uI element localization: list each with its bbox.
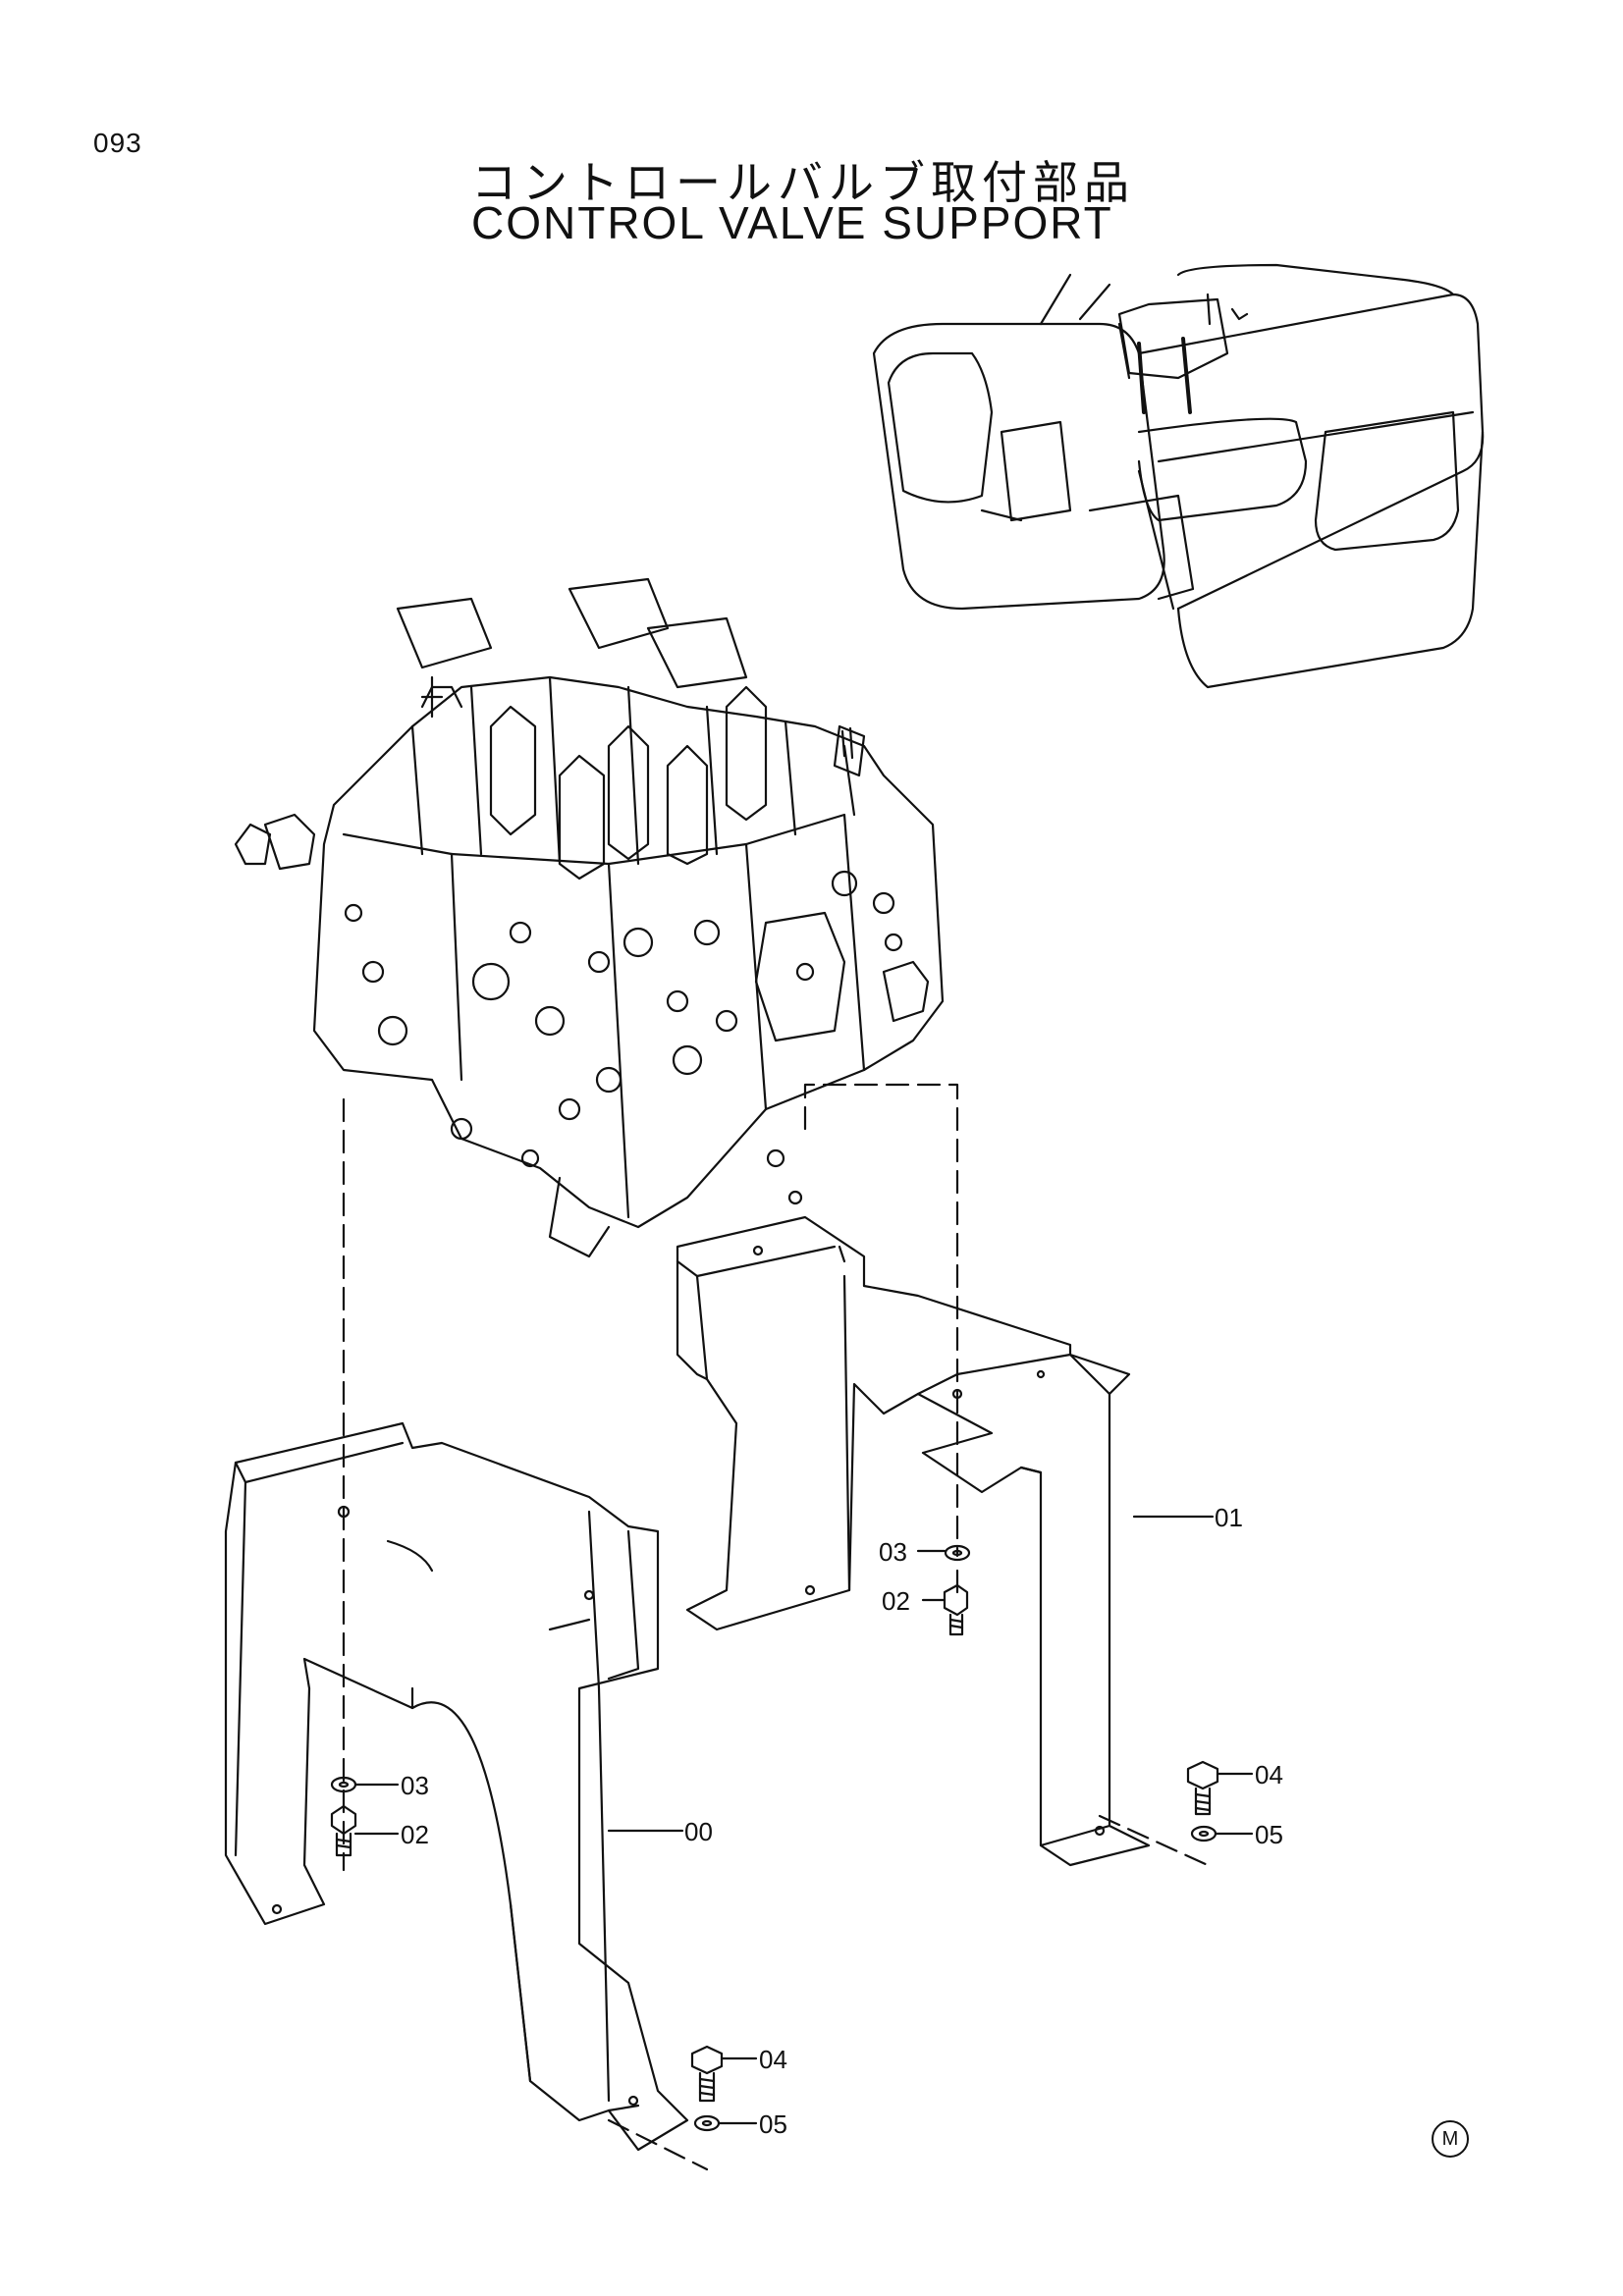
callout-02: 02 [882,1586,910,1616]
bracket-icon [224,1421,689,2152]
title-english: CONTROL VALVE SUPPORT [471,197,1113,248]
washer-icon [330,1544,1217,2132]
bracket-icon [676,1215,1151,1867]
callout-04: 04 [759,2045,787,2074]
callout-03: 03 [401,1771,429,1800]
leader-lines [353,1515,1254,2125]
model-mark: M [1432,2120,1469,2158]
callout-01: 01 [1215,1503,1243,1532]
callout-05: 05 [759,2109,787,2139]
callout-04: 04 [1255,1760,1283,1789]
callout-00: 00 [684,1817,713,1846]
callout-05: 05 [1255,1820,1283,1849]
bolt-icon [330,1583,1219,2103]
mounting-lines [342,1083,1210,2171]
title-japanese: コントロールバルブ取付部品 [471,156,1135,209]
control-valve-icon [234,577,945,1258]
excavator-location-icon [872,263,1485,689]
callout-02: 02 [401,1820,429,1849]
page-number: 093 [93,128,142,158]
callout-03: 03 [879,1537,907,1567]
